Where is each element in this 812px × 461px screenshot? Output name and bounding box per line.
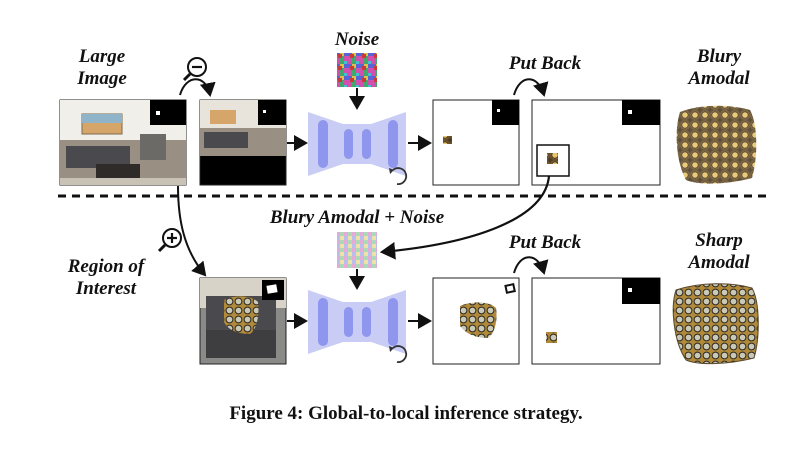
refresh-icon — [389, 167, 408, 185]
sharp-amodal-label: Sharp Amodal — [664, 230, 774, 274]
refresh-icon — [389, 345, 408, 363]
large-image — [59, 99, 187, 186]
region-of-interest-label-line1: Region of — [67, 256, 145, 277]
blury-amodal-label-line2: Amodal — [688, 68, 750, 89]
large-image-label-line1: Large — [78, 46, 126, 67]
put-back-arrow-bottom — [513, 256, 549, 275]
put-back-label-top: Put Back — [508, 53, 582, 74]
blury-amodal-noise-patch — [337, 232, 377, 268]
blury-amodal-noise-label: Blury Amodal + Noise — [269, 207, 445, 228]
blury-to-noise-arrow — [379, 175, 551, 260]
blury-amodal-label-line1: Blury — [696, 46, 742, 67]
zoom-out-arrow — [179, 78, 216, 97]
put-back-arrow-top — [513, 78, 549, 97]
large-image-label-line2: Image — [77, 68, 127, 89]
zoom-in-arrow — [177, 185, 207, 277]
noise-label: Noise — [334, 29, 380, 50]
zoom-in-icon — [157, 228, 182, 253]
put-back-canvas-top — [531, 99, 661, 186]
blury-amodal-pillow — [676, 105, 757, 184]
refined-output — [432, 277, 520, 365]
noise-patch — [337, 53, 377, 87]
region-of-interest-label: Region of Interest — [50, 256, 162, 300]
large-image-label: Large Image — [62, 46, 142, 90]
unet-top — [308, 112, 406, 176]
downsampled-image — [199, 99, 287, 186]
region-of-interest-image — [199, 277, 287, 365]
put-back-label-bottom: Put Back — [508, 232, 582, 253]
figure-caption: Figure 4: Global-to-local inference stra… — [229, 403, 583, 424]
sharp-amodal-label-line2: Amodal — [688, 252, 750, 273]
zoom-out-icon — [182, 57, 207, 82]
region-of-interest-label-line2: Interest — [75, 278, 137, 299]
blury-amodal-label: Blury Amodal — [664, 46, 774, 90]
sharp-amodal-pillow — [672, 283, 759, 365]
sharp-amodal-label-line1: Sharp — [695, 230, 743, 251]
put-back-canvas-bottom — [531, 277, 661, 365]
coarse-output — [432, 99, 520, 186]
unet-bottom — [308, 290, 406, 354]
